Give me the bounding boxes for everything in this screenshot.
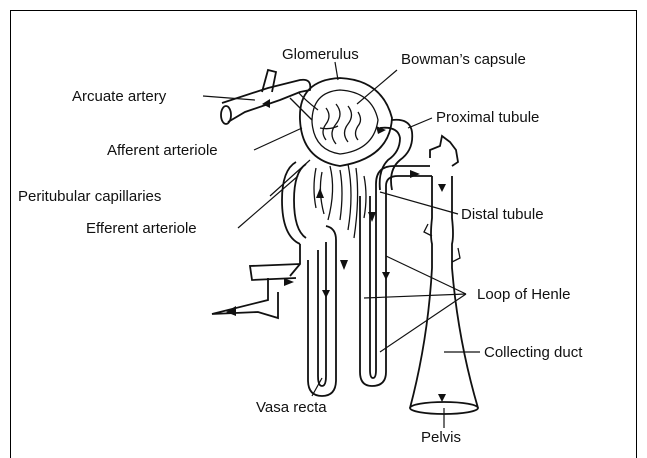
label-loop-of-henle: Loop of Henle (477, 287, 570, 302)
label-glomerulus: Glomerulus (282, 47, 359, 62)
pointer-glomerulus (335, 62, 338, 80)
pointer-arcuate-artery (203, 96, 255, 100)
vasa-recta-shape (308, 226, 348, 396)
label-distal-tubule: Distal tubule (461, 207, 544, 222)
label-afferent-arteriole: Afferent arteriole (107, 143, 218, 158)
label-efferent-arteriole: Efferent arteriole (86, 221, 197, 236)
pointer-distal-tubule (380, 192, 458, 214)
pointer-efferent-arteriole (238, 176, 298, 228)
pointer-afferent-arteriole (254, 128, 302, 150)
pointer-peritubular-capillaries (270, 160, 310, 196)
arcuate-artery-vessel (221, 70, 310, 124)
label-bowmans-capsule: Bowman’s capsule (401, 52, 526, 67)
label-pelvis: Pelvis (421, 430, 461, 445)
label-peritubular-capillaries: Peritubular capillaries (18, 189, 161, 204)
collecting-duct-shape (410, 136, 478, 414)
label-proximal-tubule: Proximal tubule (436, 110, 539, 125)
glomerulus-shape (320, 104, 361, 144)
loop-of-henle-shape (360, 166, 432, 386)
label-vasa-recta: Vasa recta (256, 400, 327, 415)
pointer-bowmans-capsule (357, 70, 397, 104)
pointer-loop-of-henle-2 (364, 294, 466, 298)
label-arcuate-artery: Arcuate artery (72, 89, 166, 104)
pointer-vasa-recta (312, 378, 322, 396)
label-collecting-duct: Collecting duct (484, 345, 582, 360)
pointer-proximal-tubule (408, 118, 432, 128)
venous-outflow-shape (212, 264, 300, 318)
bowmans-capsule-shape (300, 78, 392, 166)
proximal-tubule-shape (376, 120, 412, 190)
